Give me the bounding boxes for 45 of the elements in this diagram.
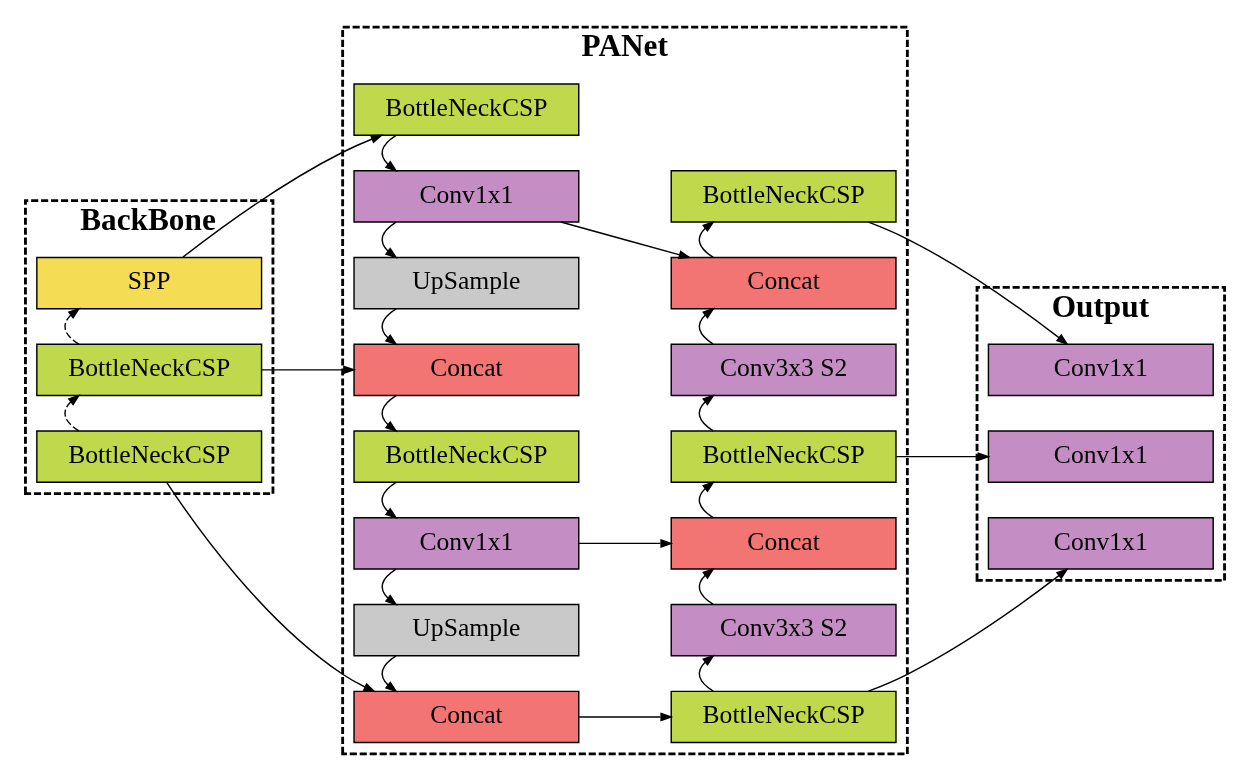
arrow [261,365,356,375]
node-box: UpSample [353,603,580,657]
arrow [895,452,991,462]
node-box: BottleNeckCSP [36,343,263,397]
node-box: Conv1x1 [987,517,1214,570]
arrow [381,481,398,519]
node-box: Concat [353,690,580,744]
arrow [182,134,384,258]
node-box: Conv3x3 S2 [670,343,897,397]
node-box: Conv1x1 [987,343,1214,397]
arrow [64,307,81,345]
arrow [64,394,81,432]
node-box: BottleNeckCSP [36,430,263,483]
node-box: BottleNeckCSP [670,430,897,483]
node-box: BottleNeckCSP [670,170,897,223]
arrow [698,394,715,432]
arrow [698,654,715,692]
arrow [381,134,398,172]
node-box: BottleNeckCSP [353,430,580,483]
arrow [381,221,398,259]
node-box: Conv1x1 [353,170,580,223]
node-box: UpSample [353,256,580,310]
node-box: Conv3x3 S2 [670,603,897,657]
arrow [578,538,674,548]
node-box: Concat [670,517,897,570]
arrow [560,221,692,259]
node-box: BottleNeckCSP [670,690,897,744]
arrow [698,307,715,345]
node-box: Concat [353,343,580,397]
arrow [698,567,715,606]
node-box: Conv1x1 [353,517,580,570]
arrow [867,568,1069,692]
arrow [698,220,715,259]
node-box: SPP [36,256,263,310]
arrow [381,308,398,346]
node-box: BottleNeckCSP [353,83,580,136]
arrow [381,394,398,433]
node-box: Conv1x1 [987,430,1214,483]
arrow [166,481,377,693]
node-box: Concat [670,256,897,310]
arrow [381,655,398,693]
arrow [381,568,398,606]
arrow [698,481,715,519]
arrow [867,221,1069,346]
arrow [578,712,674,722]
